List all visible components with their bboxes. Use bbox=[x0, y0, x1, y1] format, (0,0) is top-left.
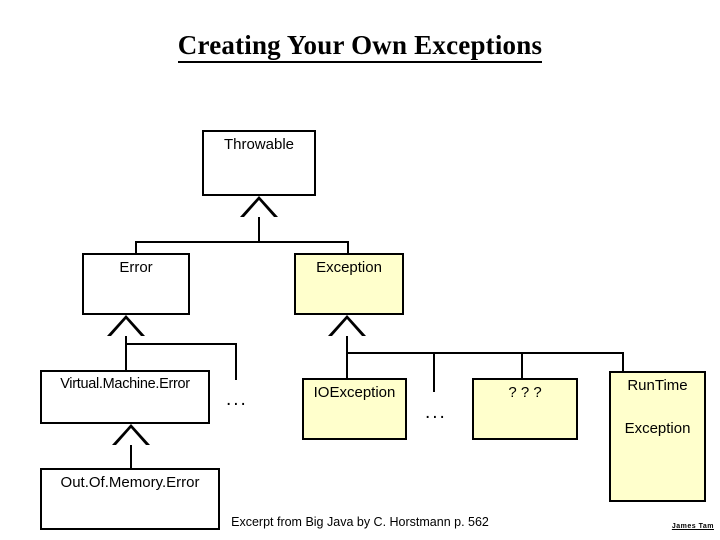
connector-throwable-bus bbox=[135, 241, 260, 243]
connector-throwable-bus-right bbox=[258, 241, 349, 243]
class-box-out-of-memory-error[interactable]: Out.Of.Memory.Error bbox=[40, 468, 220, 530]
connector-throwable-to-exception bbox=[347, 241, 349, 255]
class-box-runtime-exception-label-line2: Exception bbox=[624, 420, 691, 437]
class-box-unknown[interactable]: ? ? ? bbox=[472, 378, 578, 440]
connector-exception-to-unknown bbox=[521, 352, 523, 378]
class-box-ioexception[interactable]: IOException bbox=[302, 378, 407, 440]
inheritance-arrow-fill bbox=[332, 319, 362, 336]
connector-exception-stem bbox=[346, 336, 348, 354]
connector-exception-to-runtime bbox=[622, 352, 624, 372]
class-box-virtual-machine-error-label: Virtual.Machine.Error bbox=[60, 376, 190, 392]
source-note: Excerpt from Big Java by C. Horstmann p.… bbox=[231, 515, 489, 529]
connector-throwable-to-error bbox=[135, 241, 137, 255]
class-box-exception[interactable]: Exception bbox=[294, 253, 404, 315]
ellipsis-exception-more: ... bbox=[425, 402, 447, 423]
class-box-error-label: Error bbox=[119, 259, 153, 276]
connector-virtual-machine-error-stem bbox=[130, 445, 132, 468]
connector-error-to-ellipsis bbox=[235, 343, 237, 380]
connector-exception-to-ioexception bbox=[346, 352, 348, 378]
class-box-throwable-label: Throwable bbox=[223, 136, 295, 153]
class-box-runtime-exception-label-line1: RunTime bbox=[627, 377, 688, 394]
ellipsis-error-more: ... bbox=[226, 389, 248, 410]
author-signature: James Tam bbox=[671, 523, 714, 530]
connector-exception-to-ellipsis bbox=[433, 352, 435, 392]
class-box-ioexception-label: IOException bbox=[313, 384, 396, 401]
inheritance-arrow-fill bbox=[116, 428, 146, 445]
connector-error-bus bbox=[125, 343, 237, 345]
class-box-unknown-label: ? ? ? bbox=[508, 384, 542, 401]
class-box-error[interactable]: Error bbox=[82, 253, 190, 315]
connector-throwable-stem bbox=[258, 217, 260, 243]
class-box-virtual-machine-error[interactable]: Virtual.Machine.Error bbox=[40, 370, 210, 424]
class-box-exception-label: Exception bbox=[316, 259, 382, 276]
page-title-text: Creating Your Own Exceptions bbox=[177, 30, 543, 63]
connector-error-stem bbox=[125, 336, 127, 370]
class-box-runtime-exception[interactable]: RunTime Exception bbox=[609, 371, 706, 502]
class-box-throwable[interactable]: Throwable bbox=[202, 130, 316, 196]
inheritance-arrow-fill bbox=[111, 319, 141, 336]
page-title: Creating Your Own Exceptions bbox=[0, 30, 720, 63]
class-box-out-of-memory-error-label: Out.Of.Memory.Error bbox=[60, 474, 200, 491]
inheritance-arrow-fill bbox=[244, 200, 274, 217]
connector-exception-bus bbox=[346, 352, 624, 354]
